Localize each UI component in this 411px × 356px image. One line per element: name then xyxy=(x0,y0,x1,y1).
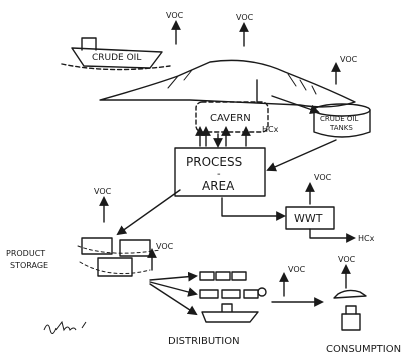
flow-tanks-to-process xyxy=(268,140,336,170)
label-voc-hill: VOC xyxy=(236,13,254,22)
label-voc-tanks: VOC xyxy=(340,55,358,64)
label-voc-ship: VOC xyxy=(166,11,184,20)
label-voc-storage-side: VOC xyxy=(156,242,174,251)
label-distribution: DISTRIBUTION xyxy=(168,336,240,347)
label-wwt: WWT xyxy=(294,212,323,225)
distribution-vehicles xyxy=(200,272,266,322)
flow-process-to-wwt xyxy=(222,198,284,216)
label-hcx-wwt: HCx xyxy=(358,234,375,243)
label-product-storage-2: STORAGE xyxy=(10,261,48,270)
label-cavern: CAVERN xyxy=(210,113,251,124)
label-consumption: CONSUMPTION xyxy=(326,344,401,355)
flow-process-to-storage xyxy=(118,190,180,234)
label-hcx-cavern: HCx xyxy=(262,125,279,134)
label-crude-oil-tanks-1: CRUDE OIL xyxy=(320,115,358,123)
label-voc-storage-top: VOC xyxy=(94,187,112,196)
ground-hatch xyxy=(168,70,316,94)
flow-wwt-to-hcx xyxy=(310,229,354,238)
label-area: AREA xyxy=(202,179,235,193)
label-crude-oil-tanks-2: TANKS xyxy=(329,124,353,132)
label-product-storage-1: PRODUCT xyxy=(6,249,45,258)
consumption-icons xyxy=(334,290,366,330)
label-voc-wwt: VOC xyxy=(314,173,332,182)
author-signature xyxy=(44,322,86,334)
product-storage-tanks xyxy=(78,238,160,276)
flow-storage-to-dist-1 xyxy=(150,276,196,280)
label-voc-distribution: VOC xyxy=(288,265,306,274)
label-process: PROCESS xyxy=(186,155,242,169)
label-crude-oil: CRUDE OIL xyxy=(92,53,141,63)
label-voc-consumption: VOC xyxy=(338,255,356,264)
